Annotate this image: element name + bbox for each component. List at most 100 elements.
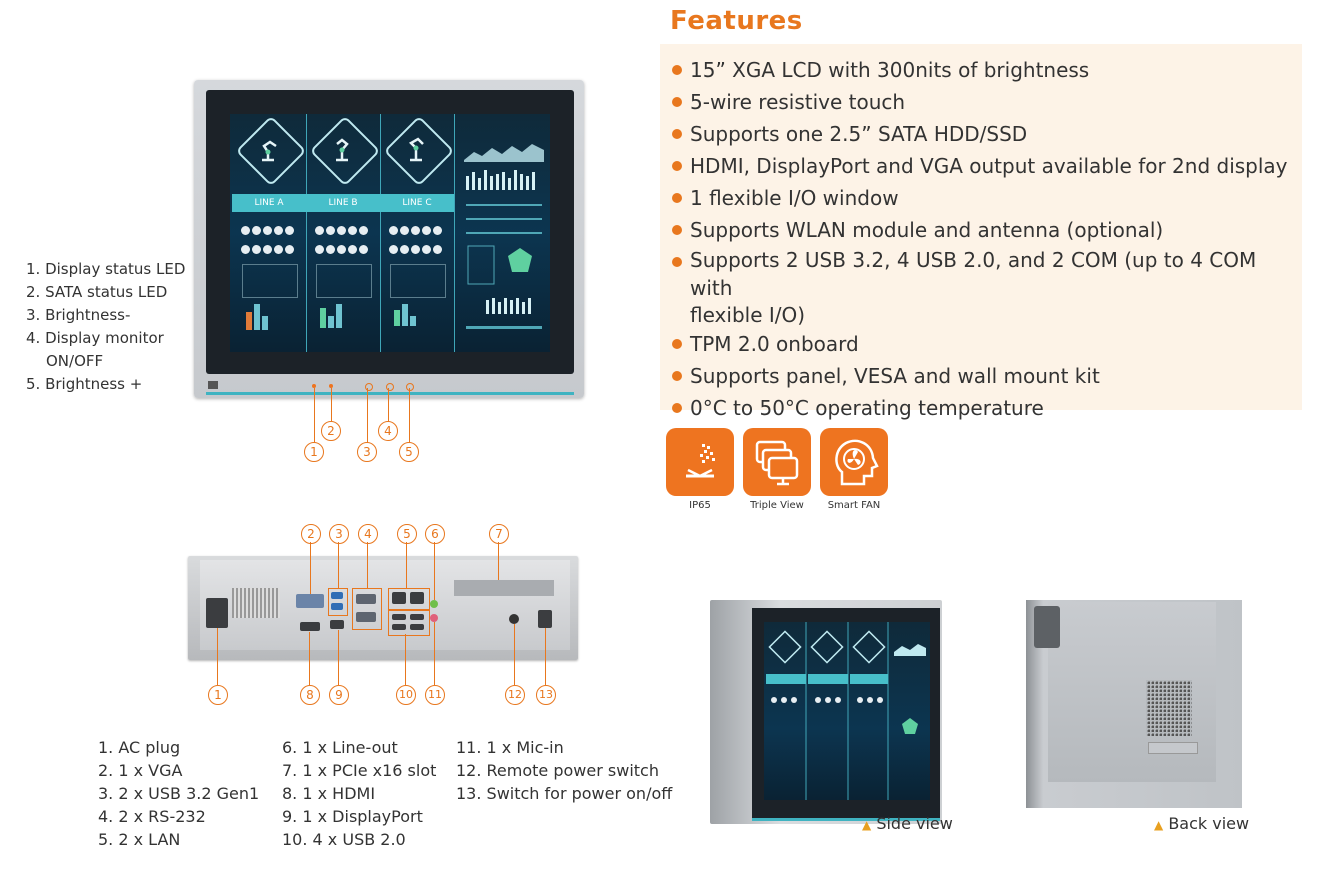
legend-item: ON/OFF bbox=[46, 352, 104, 370]
feature-item: Supports 2 USB 3.2, 4 USB 2.0, and 2 COM… bbox=[672, 246, 1302, 328]
ip65-icon bbox=[666, 428, 734, 496]
pcie-slot bbox=[454, 580, 554, 596]
callout-number: 6 bbox=[425, 524, 445, 544]
screen-dashboard bbox=[458, 114, 550, 352]
callout-line bbox=[434, 622, 435, 685]
usb20-group bbox=[388, 610, 430, 636]
brand-logo bbox=[208, 381, 218, 389]
callout-number: 4 bbox=[358, 524, 378, 544]
monitor-screen: LINE A LINE B LINE C bbox=[230, 114, 550, 352]
mini-line-chart bbox=[316, 264, 372, 298]
screen-column: LINE B bbox=[306, 114, 381, 352]
dashboard-graphics bbox=[464, 144, 544, 329]
vga-port bbox=[296, 594, 324, 608]
back-view-vent bbox=[1146, 680, 1192, 736]
features-title: Features bbox=[670, 6, 803, 36]
callout-number: 1 bbox=[208, 685, 228, 705]
legend-item: 4. Display monitor bbox=[26, 329, 164, 347]
callout-number: 9 bbox=[329, 685, 349, 705]
callout-line bbox=[514, 624, 515, 685]
callout-number: 12 bbox=[505, 685, 525, 705]
legend-item: 3. 2 x USB 3.2 Gen1 bbox=[98, 784, 260, 803]
feature-item: TPM 2.0 onboard bbox=[672, 328, 1302, 360]
feature-item-line: Supports 2 USB 3.2, 4 USB 2.0, and 2 COM… bbox=[690, 248, 1257, 300]
callout-line bbox=[338, 630, 339, 685]
gauge-dots bbox=[388, 222, 448, 260]
brightness-minus-button[interactable] bbox=[365, 383, 373, 391]
callout-line bbox=[309, 632, 310, 685]
displayport-port bbox=[330, 620, 344, 629]
front-panel-legend: 1. Display status LED 2. SATA status LED… bbox=[26, 258, 185, 396]
legend-item: 4. 2 x RS-232 bbox=[98, 807, 206, 826]
legend-item: 13. Switch for power on/off bbox=[456, 784, 673, 803]
usb-port bbox=[392, 614, 406, 620]
legend-item: 12. Remote power switch bbox=[456, 761, 659, 780]
callout-number: 13 bbox=[536, 685, 556, 705]
lan-group bbox=[388, 588, 430, 610]
mini-bar-chart bbox=[320, 304, 368, 334]
line-banner: LINE B bbox=[306, 194, 380, 212]
io-legend-column: 1. AC plug 2. 1 x VGA 3. 2 x USB 3.2 Gen… bbox=[98, 736, 259, 851]
legend-item: 10. 4 x USB 2.0 bbox=[282, 830, 406, 849]
screen-column: LINE A bbox=[232, 114, 307, 352]
line-banner: LINE C bbox=[380, 194, 454, 212]
mini-bar-chart bbox=[246, 304, 294, 334]
legend-item: 11. 1 x Mic-in bbox=[456, 738, 564, 757]
feature-item: Supports WLAN module and antenna (option… bbox=[672, 214, 1302, 246]
mic-in-jack bbox=[430, 614, 438, 622]
mini-bar-chart bbox=[394, 304, 442, 334]
usb-port bbox=[392, 624, 406, 630]
callout-number: 7 bbox=[489, 524, 509, 544]
power-button[interactable] bbox=[386, 383, 394, 391]
usb-port bbox=[410, 614, 424, 620]
monitor-accent-strip bbox=[206, 392, 574, 395]
remote-power-switch bbox=[509, 614, 519, 624]
badge-label: Smart FAN bbox=[827, 500, 881, 511]
callout-number: 1 bbox=[304, 442, 324, 462]
side-view-screen bbox=[764, 622, 930, 800]
gauge-dots bbox=[240, 222, 300, 260]
feature-item: 1 flexible I/O window bbox=[672, 182, 1302, 214]
lan-port bbox=[392, 592, 406, 604]
usb32-group bbox=[328, 588, 348, 616]
callout-line bbox=[545, 628, 546, 685]
feature-item: 5-wire resistive touch bbox=[672, 86, 1302, 118]
callout-line bbox=[405, 634, 406, 685]
side-view-accent-strip bbox=[752, 818, 940, 821]
callout-number: 3 bbox=[357, 442, 377, 462]
callout-line bbox=[434, 542, 435, 600]
display-status-led bbox=[312, 384, 316, 388]
back-view-label: Back view bbox=[1168, 814, 1250, 833]
com-port bbox=[356, 594, 376, 604]
feature-item: 15” XGA LCD with 300nits of brightness bbox=[672, 54, 1302, 86]
legend-item: 7. 1 x PCIe x16 slot bbox=[282, 761, 437, 780]
robot-arm-icon bbox=[262, 140, 277, 162]
callout-line bbox=[331, 388, 332, 422]
legend-item: 1. Display status LED bbox=[26, 260, 186, 278]
callout-number: 2 bbox=[301, 524, 321, 544]
robot-arm-icon bbox=[336, 138, 349, 162]
gauge-dots bbox=[314, 222, 374, 260]
legend-item: 3. Brightness- bbox=[26, 306, 131, 324]
back-view-caption: ▲ Back view bbox=[1154, 814, 1249, 833]
callout-number: 2 bbox=[321, 421, 341, 441]
callout-number: 3 bbox=[329, 524, 349, 544]
badge-label: IP65 bbox=[689, 500, 711, 511]
brightness-plus-button[interactable] bbox=[406, 383, 414, 391]
legend-item: 5. 2 x LAN bbox=[98, 830, 181, 849]
features-list: 15” XGA LCD with 300nits of brightness 5… bbox=[660, 44, 1302, 424]
legend-item: 9. 1 x DisplayPort bbox=[282, 807, 423, 826]
legend-item: 2. SATA status LED bbox=[26, 283, 168, 301]
robot-arm-icon bbox=[408, 137, 424, 162]
callout-line bbox=[388, 388, 389, 422]
lan-port bbox=[410, 592, 424, 604]
screen-column: LINE C bbox=[380, 114, 455, 352]
rs232-group bbox=[352, 588, 382, 630]
io-legend-column: 6. 1 x Line-out 7. 1 x PCIe x16 slot 8. … bbox=[282, 736, 436, 851]
com-port bbox=[356, 612, 376, 622]
callout-number: 8 bbox=[300, 685, 320, 705]
callout-line bbox=[338, 542, 339, 588]
feature-item: Supports panel, VESA and wall mount kit bbox=[672, 360, 1302, 392]
features-panel: 15” XGA LCD with 300nits of brightness 5… bbox=[660, 44, 1302, 420]
callout-line bbox=[217, 628, 218, 685]
